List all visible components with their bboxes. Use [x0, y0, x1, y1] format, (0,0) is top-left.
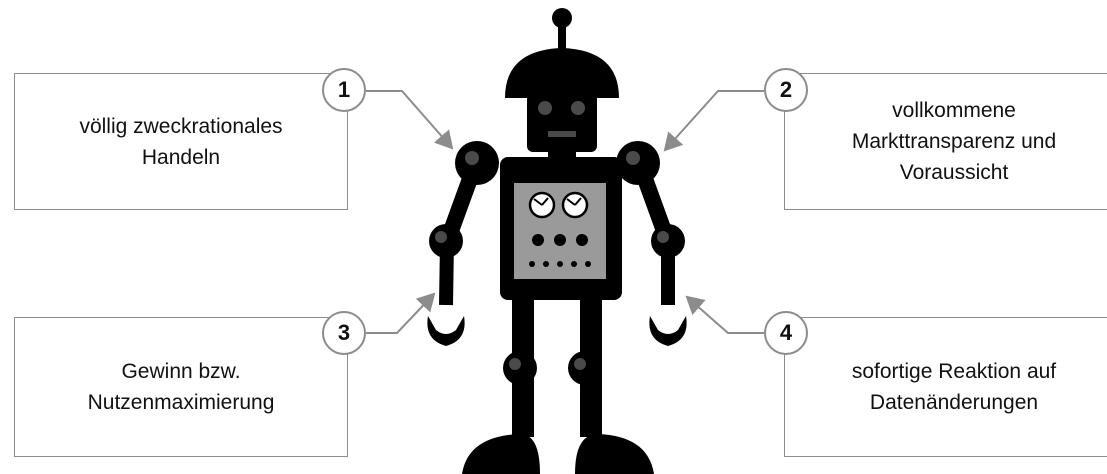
- arrow-2: [663, 90, 764, 152]
- arrow-3: [366, 292, 436, 334]
- text-box-3: Gewinn bzw.Nutzenmaximierung: [14, 317, 348, 457]
- badge-4: 4: [764, 311, 808, 355]
- badge-3: 3: [322, 311, 366, 355]
- arrow-1: [366, 90, 454, 150]
- badge-1: 1: [322, 68, 366, 112]
- arrow-4: [685, 295, 764, 334]
- badge-2: 2: [764, 68, 808, 112]
